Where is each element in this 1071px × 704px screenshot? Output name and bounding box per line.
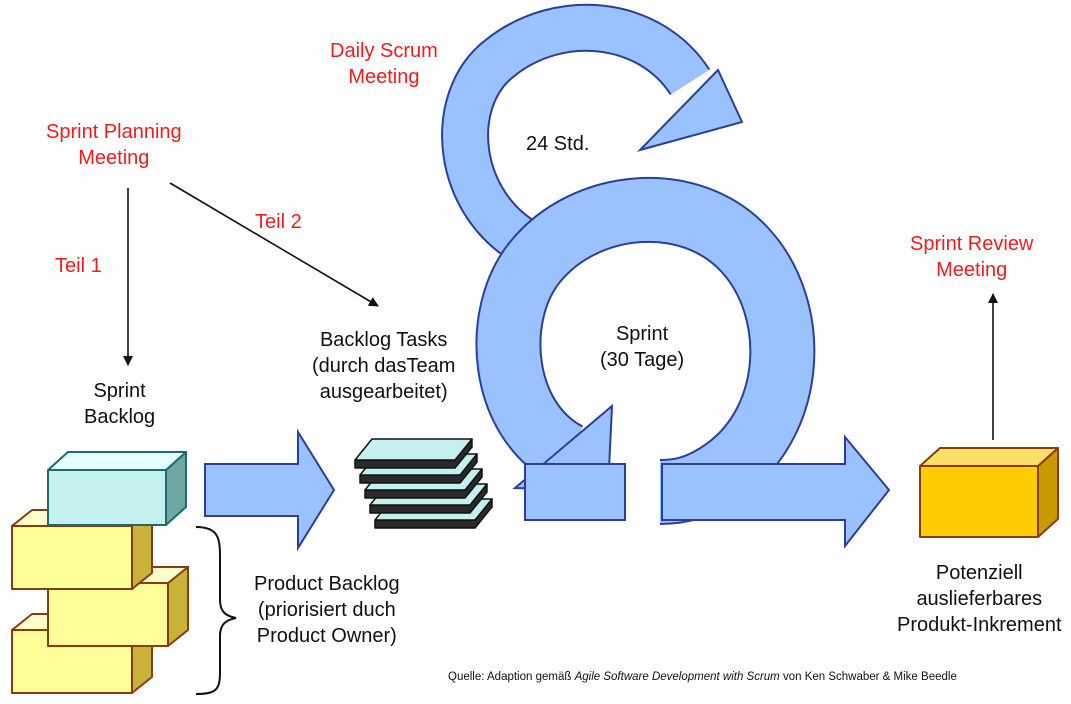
daily-scrum-loop-arrow [441,3,744,267]
source-book-title: Agile Software Development with Scrum [574,671,780,683]
product-backlog-brace [195,526,237,695]
teil-1-label: Teil 1 [55,255,102,277]
sprint-label: Sprint(30 Tage) [600,323,685,371]
arrow-teil-2 [169,182,379,307]
flow-arrow-sprint-to-increment [524,434,891,549]
increment-box [919,447,1059,538]
teil-2-label: Teil 2 [255,211,302,233]
backlog-task-sheets [354,438,493,529]
cycle-24h-label: 24 Std. [526,133,590,155]
sprint-backlog-box [47,451,187,526]
source-citation: Quelle: Adaption gemäß Agile Software De… [448,671,957,683]
product-backlog-boxes [11,509,189,694]
flow-arrow-backlog-to-tasks [204,428,336,552]
